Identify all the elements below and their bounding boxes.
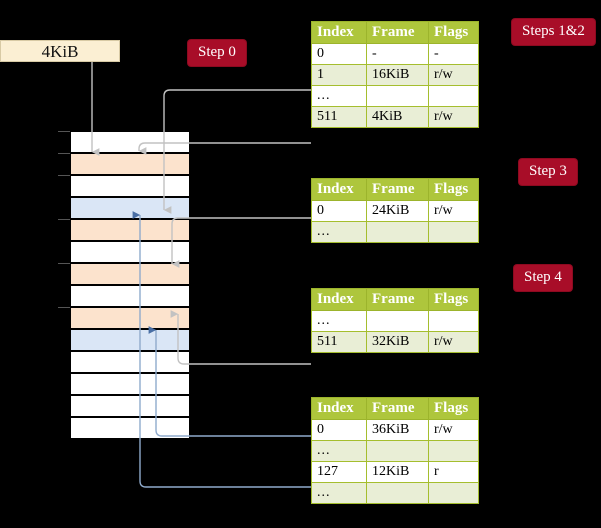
memory-frame-row xyxy=(70,219,190,241)
physical-memory-column xyxy=(58,131,190,439)
memory-frame-tick xyxy=(58,175,70,176)
table-row[interactable]: ... xyxy=(311,310,479,332)
cell-frame xyxy=(366,221,429,243)
memory-frame-tick xyxy=(58,307,70,308)
cell-frame xyxy=(366,482,429,504)
badge-step-4: Step 4 xyxy=(514,265,572,291)
cell-flags: r/w xyxy=(428,331,479,353)
cell-index: 511 xyxy=(311,331,367,353)
cell-frame: 16KiB xyxy=(366,64,429,86)
table-row[interactable]: ... xyxy=(311,482,479,504)
cell-index: ... xyxy=(311,310,367,332)
cell-index: 1 xyxy=(311,64,367,86)
column-header-index: Index xyxy=(311,178,367,201)
memory-frame-row xyxy=(70,285,190,307)
cell-frame: - xyxy=(366,43,429,65)
column-header-flags: Flags xyxy=(428,288,479,311)
cell-frame: 24KiB xyxy=(366,200,429,222)
cell-index: ... xyxy=(311,482,367,504)
cell-flags: r xyxy=(428,461,479,483)
cell-flags: r/w xyxy=(428,106,479,128)
cell-index: ... xyxy=(311,440,367,462)
memory-frame-tick xyxy=(58,263,70,264)
memory-frame-row xyxy=(70,153,190,175)
cell-index: ... xyxy=(311,85,367,107)
memory-frame-row xyxy=(70,175,190,197)
cell-index: 0 xyxy=(311,43,367,65)
column-header-frame: Frame xyxy=(366,288,429,311)
column-header-index: Index xyxy=(311,21,367,44)
badge-step-3: Step 3 xyxy=(519,159,577,185)
cell-index: 511 xyxy=(311,106,367,128)
cell-frame xyxy=(366,440,429,462)
memory-frame-row xyxy=(70,329,190,351)
cell-flags xyxy=(428,85,479,107)
memory-region-4kib-label: 4KiB xyxy=(0,40,120,62)
memory-frame-row xyxy=(70,263,190,285)
column-header-flags: Flags xyxy=(428,397,479,420)
column-header-frame: Frame xyxy=(366,397,429,420)
memory-frame-row xyxy=(70,131,190,153)
memory-frame-row xyxy=(70,197,190,219)
column-header-flags: Flags xyxy=(428,178,479,201)
memory-frame-row xyxy=(70,395,190,417)
cell-index: 127 xyxy=(311,461,367,483)
cell-index: ... xyxy=(311,221,367,243)
cell-flags xyxy=(428,310,479,332)
memory-frame-row xyxy=(70,307,190,329)
cell-flags: r/w xyxy=(428,200,479,222)
table-row[interactable]: ... xyxy=(311,221,479,243)
memory-frame-row xyxy=(70,417,190,439)
cell-index: 0 xyxy=(311,419,367,441)
cell-flags xyxy=(428,221,479,243)
column-header-flags: Flags xyxy=(428,21,479,44)
cell-flags: r/w xyxy=(428,64,479,86)
table-row[interactable]: ... xyxy=(311,85,479,107)
cell-flags: - xyxy=(428,43,479,65)
table-row[interactable]: 0-- xyxy=(311,43,479,65)
cell-frame xyxy=(366,85,429,107)
cell-frame: 32KiB xyxy=(366,331,429,353)
memory-frame-row xyxy=(70,351,190,373)
cell-frame: 12KiB xyxy=(366,461,429,483)
badge-steps-1-2: Steps 1&2 xyxy=(512,19,595,45)
cell-frame xyxy=(366,310,429,332)
table-row[interactable]: ... xyxy=(311,440,479,462)
column-header-frame: Frame xyxy=(366,178,429,201)
memory-frame-tick xyxy=(58,219,70,220)
column-header-index: Index xyxy=(311,288,367,311)
cell-frame: 36KiB xyxy=(366,419,429,441)
cell-flags xyxy=(428,440,479,462)
cell-frame: 4KiB xyxy=(366,106,429,128)
cell-flags: r/w xyxy=(428,419,479,441)
cell-index: 0 xyxy=(311,200,367,222)
memory-frame-row xyxy=(70,241,190,263)
memory-frame-tick xyxy=(58,131,70,132)
cell-flags xyxy=(428,482,479,504)
column-header-frame: Frame xyxy=(366,21,429,44)
memory-frame-tick xyxy=(58,153,70,154)
column-header-index: Index xyxy=(311,397,367,420)
memory-frame-row xyxy=(70,373,190,395)
badge-step-0: Step 0 xyxy=(188,40,246,66)
